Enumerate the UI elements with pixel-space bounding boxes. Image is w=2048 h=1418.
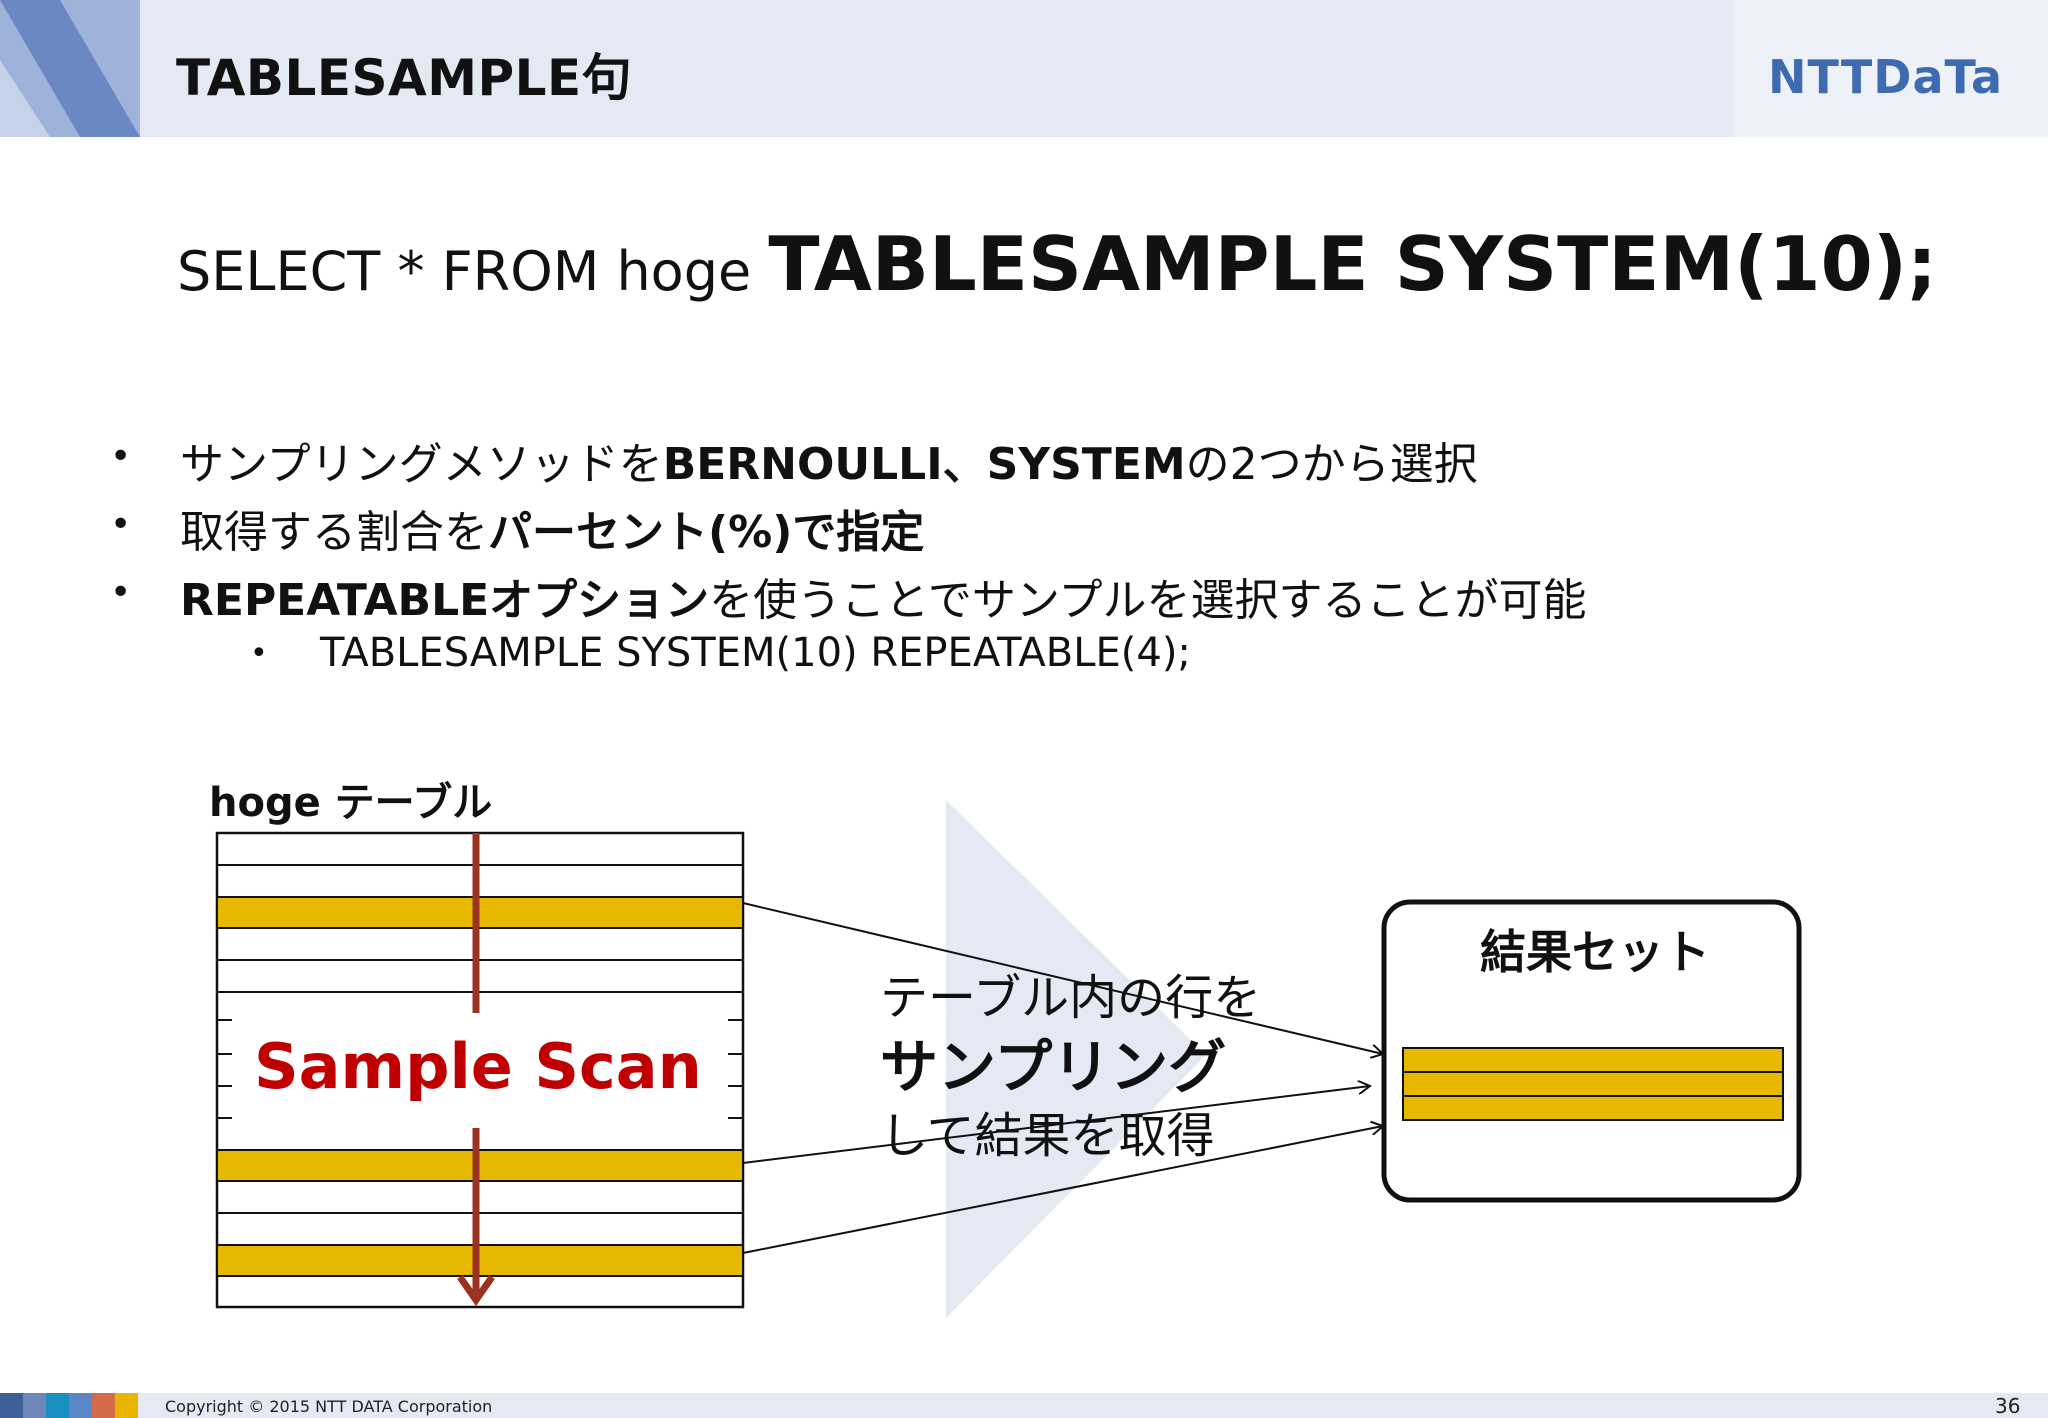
table-row-sampled [216, 1244, 744, 1277]
mapping-arrow [742, 902, 1383, 1054]
bullet-text-pre: 取得する割合を [180, 507, 488, 558]
copyright-text: Copyright © 2015 NTT DATA Corporation [165, 1397, 493, 1416]
footer-band [0, 1393, 2048, 1418]
table-label: hoge テーブル [209, 780, 493, 826]
bullet-text-pre: サンプリングメソッドを [180, 439, 663, 490]
footer-block [0, 1393, 23, 1418]
result-row [1402, 1071, 1784, 1097]
arrow-text-line3: して結果を取得 [880, 1108, 1215, 1164]
bullet-dot: • [110, 504, 132, 545]
scan-arrow [457, 833, 495, 1307]
sql-bold-part: TABLESAMPLE SYSTEM(10); [768, 220, 1938, 308]
arrow-text-line2: サンプリング [880, 1033, 1227, 1101]
bullet-text-post: の2つから選択 [1185, 439, 1478, 490]
logo-area [1733, 0, 2048, 137]
page-number: 36 [1995, 1394, 2021, 1418]
slide-title: TABLESAMPLE句 [176, 49, 633, 107]
header-band [0, 0, 2048, 137]
sampling-triangle [946, 800, 1206, 1318]
scan-label: Sample Scan [254, 1030, 702, 1103]
result-set-label: 結果セット [1480, 925, 1710, 979]
footer-block [115, 1393, 138, 1418]
result-row [1402, 1095, 1784, 1121]
mapping-arrow [742, 1126, 1383, 1254]
table-row-sampled [216, 896, 744, 929]
hoge-table [215, 831, 745, 1309]
result-row [1402, 1047, 1784, 1073]
bullet-item-percent: 取得する割合をパーセント(%)で指定 [180, 496, 924, 560]
footer-block [46, 1393, 69, 1418]
bullet-text-bold: パーセント(%)で指定 [488, 507, 925, 558]
brand-logo: NTTDaTa [1768, 50, 2004, 104]
sql-plain-part: SELECT * FROM hoge [177, 240, 769, 303]
footer-block [23, 1393, 46, 1418]
bullet-dot: • [110, 436, 132, 477]
sub-bullet-example: TABLESAMPLE SYSTEM(10) REPEATABLE(4); [320, 630, 1191, 676]
bullet-item-repeatable: REPEATABLEオプションを使うことでサンプルを選択することが可能 [180, 564, 1587, 628]
bullet-item-methods: サンプリングメソッドをBERNOULLI、SYSTEMの2つから選択 [180, 428, 1478, 492]
arrow-text-line1: テーブル内の行を [880, 970, 1262, 1026]
bullet-text-bold: BERNOULLI、SYSTEM [662, 439, 1186, 490]
footer-block [92, 1393, 115, 1418]
footer-block [69, 1393, 92, 1418]
scan-label-background [232, 1000, 728, 1140]
bullet-text-bold: REPEATABLEオプション [180, 575, 710, 626]
table-row-sampled [216, 1149, 744, 1182]
bullet-text-post: を使うことでサンプルを選択することが可能 [709, 575, 1587, 626]
sub-bullet-dot: • [250, 636, 268, 671]
bullet-dot: • [110, 572, 132, 613]
mapping-arrow [742, 1086, 1370, 1164]
result-set-box [1381, 899, 1802, 1203]
sql-statement: SELECT * FROM hoge TABLESAMPLE SYSTEM(10… [177, 220, 1937, 308]
corner-decoration [0, 0, 140, 137]
